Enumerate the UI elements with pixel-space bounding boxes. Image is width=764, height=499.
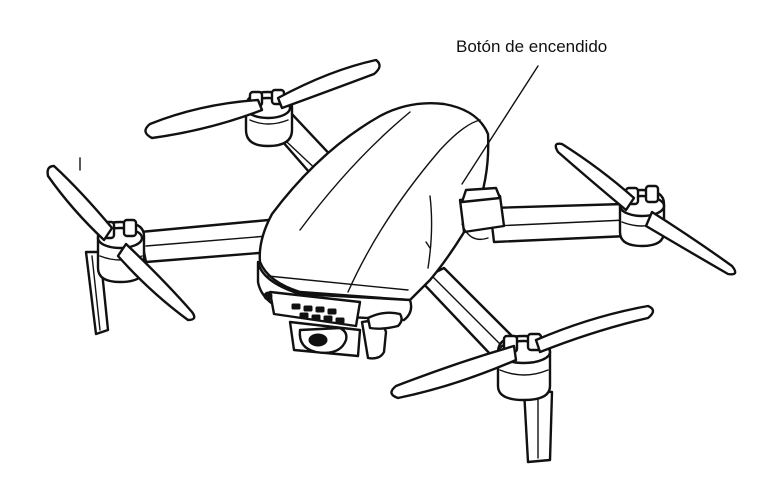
body-mark	[425, 241, 431, 249]
left-landing-leg	[84, 250, 110, 336]
right-propeller	[554, 142, 737, 276]
power-button-label: Botón de encendido	[456, 37, 608, 56]
front-vents	[291, 303, 345, 324]
front-sensor-bay	[263, 290, 362, 328]
front-light	[366, 311, 403, 330]
callout-leader-line	[461, 65, 539, 185]
right-arm	[488, 202, 630, 244]
power-button	[458, 186, 506, 241]
rear-left-propeller	[144, 58, 381, 140]
front-right-propeller	[390, 304, 655, 400]
left-propeller	[46, 157, 196, 322]
